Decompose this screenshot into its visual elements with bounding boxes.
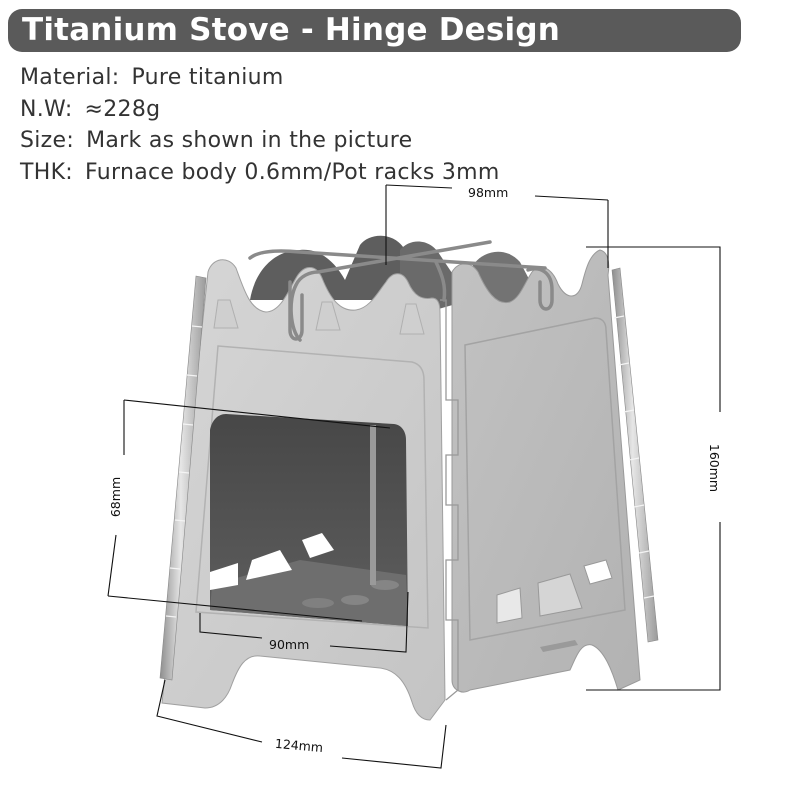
pot-racks — [248, 240, 554, 342]
right-panel — [451, 249, 659, 693]
spec-size: Size: Mark as shown in the picture — [20, 125, 500, 157]
spec-value: Mark as shown in the picture — [86, 128, 413, 153]
spec-net-weight: N.W: ≈228g — [20, 94, 500, 126]
spec-value: Furnace body 0.6mm/Pot racks 3mm — [85, 159, 500, 185]
dim-opening-height: 68mm — [108, 477, 123, 517]
spec-thickness: THK: Furnace body 0.6mm/Pot racks 3mm — [20, 157, 500, 189]
spec-list: Material: Pure titanium N.W: ≈228g Size: Ma… — [20, 62, 500, 188]
page-title: Titanium Stove - Hinge Design — [22, 12, 561, 48]
spec-label: Material: — [20, 65, 120, 90]
dim-top-width: 98mm — [468, 185, 508, 200]
spec-value: ≈228g — [84, 96, 161, 122]
title-bar: Titanium Stove - Hinge Design — [8, 9, 741, 52]
dim-height: 160mm — [707, 444, 722, 492]
spec-label: Size: — [20, 128, 75, 153]
front-panel — [159, 259, 459, 721]
dimension-lines — [107, 184, 721, 769]
spec-label: N.W: — [20, 96, 73, 122]
spec-material: Material: Pure titanium — [20, 62, 500, 94]
spec-value: Pure titanium — [131, 65, 284, 90]
dim-base-width: 124mm — [274, 736, 323, 755]
dim-opening-width: 90mm — [269, 637, 309, 652]
spec-label: THK: — [20, 159, 74, 185]
